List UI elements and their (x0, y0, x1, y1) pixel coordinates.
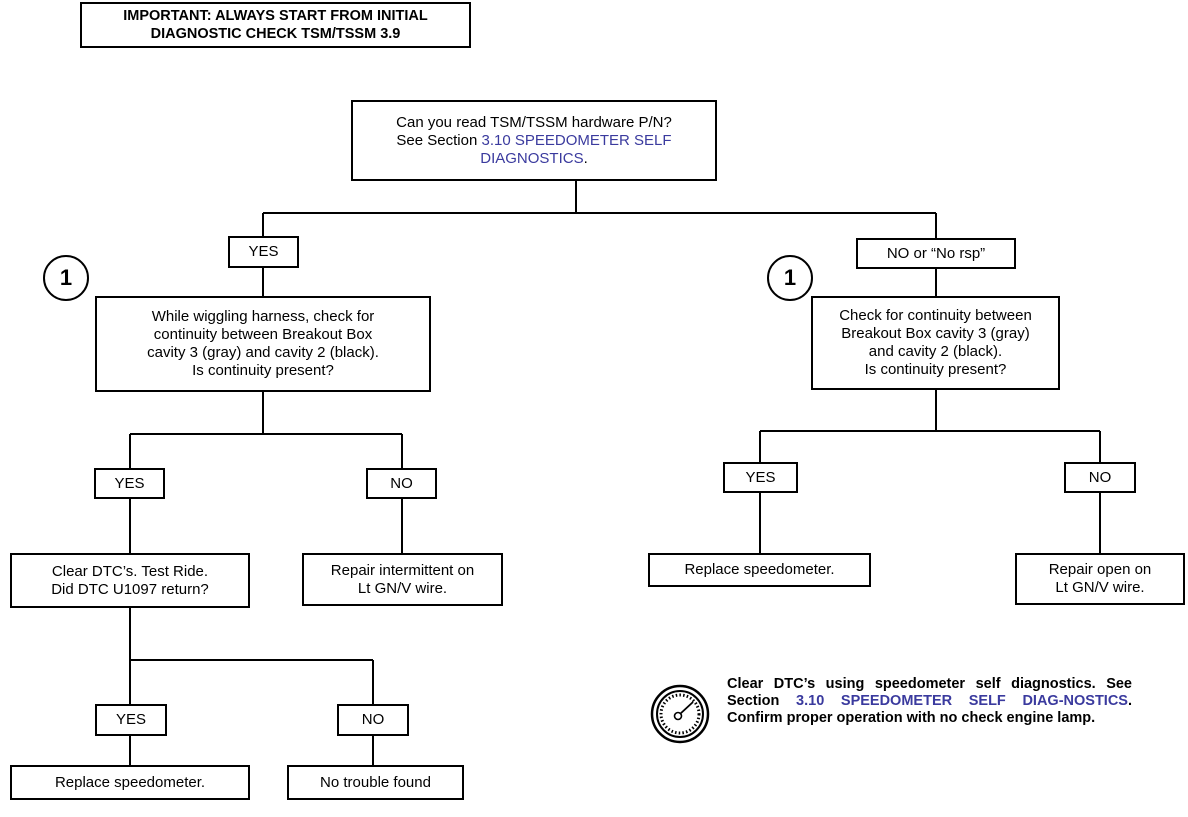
yes-label-left: YES (94, 468, 165, 499)
left-check-line: While wiggling harness, check for (151, 308, 375, 325)
repair-open-line-1: Repair open on (1048, 561, 1152, 578)
step-number: 1 (59, 265, 73, 290)
right-check-line: Breakout Box cavity 3 (gray) (841, 325, 1030, 342)
left-continuity-check-box: While wiggling harness, check for contin… (95, 296, 431, 392)
clear-dtc-note: Clear DTC’s using speedometer self diagn… (727, 676, 1132, 727)
right-check-line: and cavity 2 (black). (868, 343, 1003, 360)
clear-dtc-test-ride-box: Clear DTC’s. Test Ride. Did DTC U1097 re… (10, 553, 250, 608)
step-marker-right: 1 (767, 255, 813, 301)
no-text: NO (1088, 468, 1112, 486)
left-check-line: continuity between Breakout Box (153, 326, 373, 343)
no-label-right: NO (1064, 462, 1136, 493)
no-label-bottom: NO (337, 704, 409, 736)
replace-speedometer-text: Replace speedometer. (684, 561, 835, 578)
yes-text: YES (115, 711, 146, 728)
left-check-line: cavity 3 (gray) and cavity 2 (black). (147, 344, 379, 361)
root-question-line-3: DIAGNOSTICS. (480, 150, 588, 168)
step-number: 1 (783, 265, 797, 290)
yes-text: YES (745, 468, 776, 486)
step-marker-left: 1 (43, 255, 89, 301)
yes-text: YES (248, 243, 279, 260)
speedometer-icon (650, 684, 710, 744)
yes-label-root: YES (228, 236, 299, 268)
yes-label-right: YES (723, 462, 798, 493)
clear-dtc-line-2: Did DTC U1097 return? (51, 580, 209, 598)
no-trouble-text: No trouble found (320, 773, 431, 791)
no-rsp-label: NO or “No rsp” (856, 238, 1016, 269)
right-check-line: Is continuity present? (864, 361, 1007, 378)
replace-speedometer-box-right: Replace speedometer. (648, 553, 871, 587)
repair-open-box: Repair open on Lt GN/V wire. (1015, 553, 1185, 605)
replace-speedometer-box-left: Replace speedometer. (10, 765, 250, 800)
no-trouble-found-box: No trouble found (287, 765, 464, 800)
repair-intermittent-box: Repair intermittent on Lt GN/V wire. (302, 553, 503, 606)
repair-intermittent-line-2: Lt GN/V wire. (357, 579, 448, 597)
no-or-no-rsp-text: NO or “No rsp” (886, 244, 986, 262)
root-question-line-1: Can you read TSM/TSSM hardware P/N? (396, 113, 672, 131)
repair-intermittent-line-1: Repair intermittent on (330, 561, 475, 579)
important-notice: IMPORTANT: ALWAYS START FROM INITIAL DIA… (80, 2, 471, 48)
root-question-box: Can you read TSM/TSSM hardware P/N? See … (351, 100, 717, 181)
important-line-1: IMPORTANT: ALWAYS START FROM INITIAL (123, 8, 428, 24)
root-question-line-2: See Section 3.10 SPEEDOMETER SELF (396, 132, 671, 150)
important-line-2: DIAGNOSTIC CHECK TSM/TSSM 3.9 (150, 26, 401, 42)
no-label-left: NO (366, 468, 437, 499)
note-speedometer-self-diag-link[interactable]: 3.10 SPEEDOMETER SELF DIAG-NOSTICS (796, 693, 1128, 709)
right-continuity-check-box: Check for continuity between Breakout Bo… (811, 296, 1060, 390)
root-period: . (583, 149, 588, 167)
yes-text: YES (114, 474, 145, 492)
yes-label-bottom: YES (95, 704, 167, 736)
replace-speedometer-text: Replace speedometer. (54, 773, 206, 791)
speedometer-self-diag-link-cont[interactable]: DIAGNOSTICS (480, 149, 584, 167)
no-text: NO (390, 474, 413, 492)
no-text: NO (361, 711, 385, 728)
left-check-line: Is continuity present? (192, 362, 334, 379)
clear-dtc-line-1: Clear DTC’s. Test Ride. (51, 562, 209, 580)
root-see-section: See Section (396, 131, 482, 149)
note-text-prefix: Clear DTC’s using speedometer self diagn… (727, 676, 1132, 709)
speedometer-self-diag-link[interactable]: 3.10 SPEEDOMETER SELF (481, 131, 672, 149)
repair-open-line-2: Lt GN/V wire. (1055, 579, 1145, 596)
note-text-suffix: . Confirm proper operation with no check… (727, 693, 1133, 726)
right-check-line: Check for continuity between (839, 307, 1032, 324)
